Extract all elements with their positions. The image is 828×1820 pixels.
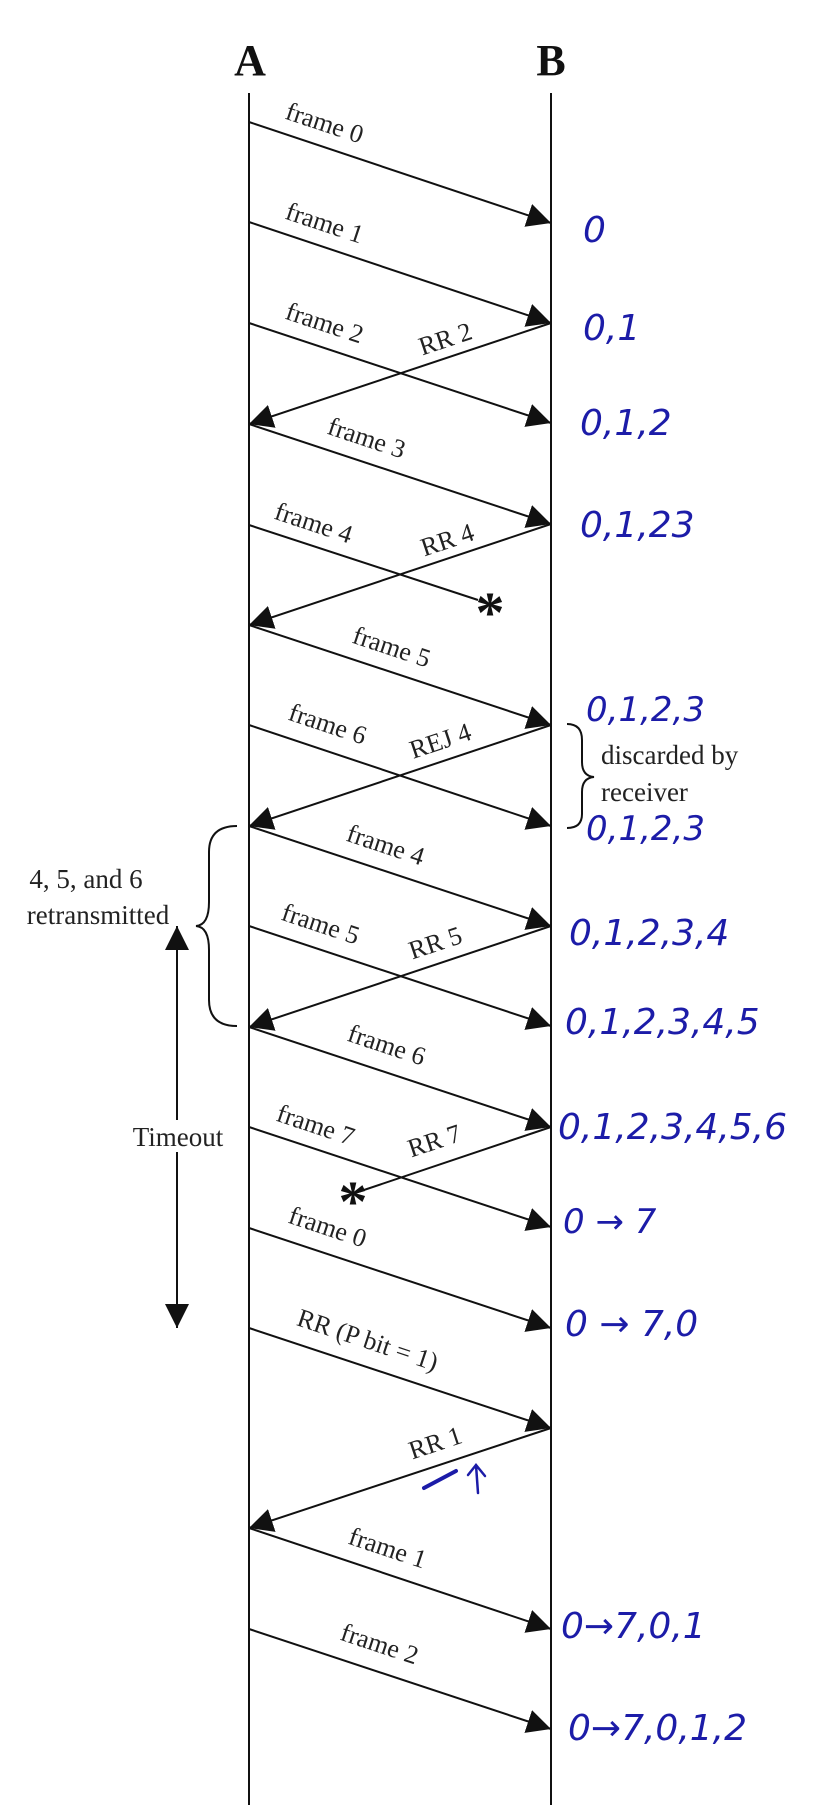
discarded-brace	[566, 723, 595, 829]
timeout-label-bg	[120, 1120, 236, 1152]
label-frame-3: frame 3	[324, 412, 409, 465]
discarded-label: receiver	[601, 777, 688, 807]
label-frame-6: frame 6	[285, 698, 370, 751]
station-a-label: A	[234, 36, 266, 85]
arrow-rr-4	[248, 523, 552, 629]
arrow-frame-5	[248, 624, 552, 729]
label-frame-0: frame 0	[282, 97, 367, 150]
station-b-label: B	[536, 36, 565, 85]
receiver-state: 0→7,0,1	[561, 1606, 706, 1647]
label-frame-4-retx: frame 4	[343, 819, 428, 872]
arrow-rr-5	[248, 925, 552, 1031]
message-labels: frame 0 frame 1 frame 2 RR 2 frame 3 fra…	[271, 97, 478, 1671]
arrow-frame-4-retx	[248, 825, 552, 930]
label-rej-4: REJ 4	[406, 717, 475, 764]
receiver-state: 0	[583, 210, 606, 251]
retransmitted-brace	[195, 825, 238, 1027]
arrow-rr-2	[248, 322, 552, 428]
arrow-rr-pbit	[248, 1327, 552, 1432]
label-frame-4: frame 4	[271, 497, 356, 550]
arrow-frame-0-b	[248, 1227, 552, 1332]
arrow-rr-1	[248, 1427, 552, 1532]
discarded-label: discarded by	[601, 740, 739, 770]
receiver-state: 0 → 7,0	[565, 1304, 698, 1345]
label-rr-2: RR 2	[415, 317, 476, 362]
lost-ack-marker: *	[339, 1169, 368, 1234]
receiver-state: 0 → 7	[563, 1202, 657, 1242]
receiver-state: 0,1,23	[580, 505, 695, 546]
receiver-state: 0,1,2,3	[586, 690, 705, 730]
label-frame-7: frame 7	[273, 1099, 358, 1152]
receiver-state: 0,1,2,3,4,5	[565, 1002, 760, 1043]
retransmitted-label: retransmitted	[27, 900, 170, 930]
arrow-frame-3	[248, 423, 552, 528]
arrow-rej-4	[248, 724, 552, 830]
label-frame-5: frame 5	[349, 621, 434, 674]
receiver-state: 0,1	[583, 308, 640, 349]
label-frame-2: frame 2	[282, 297, 367, 350]
label-rr-pbit: RR (P bit = 1)	[294, 1303, 442, 1377]
receiver-state: 0,1,2,3,4	[569, 913, 729, 954]
handwritten-correction	[422, 1463, 487, 1495]
arrow-rr-7-lost	[354, 1126, 552, 1194]
timeout-label: Timeout	[133, 1122, 224, 1152]
label-frame-5-retx: frame 5	[278, 898, 363, 951]
receiver-state: 0,1,2,3,4,5,6	[558, 1107, 787, 1148]
receiver-state: 0→7,0,1,2	[568, 1708, 747, 1749]
lost-frame-marker: *	[476, 580, 505, 645]
label-rr-7: RR 7	[404, 1119, 465, 1164]
message-arrows	[248, 121, 552, 1733]
retransmitted-label: 4, 5, and 6	[29, 864, 142, 894]
label-frame-1-b: frame 1	[345, 1522, 430, 1575]
receiver-state: 0,1,2,3	[586, 809, 705, 849]
arrow-frame-2-b	[248, 1628, 552, 1733]
label-rr-4: RR 4	[417, 518, 478, 563]
arrow-frame-1-b	[248, 1527, 552, 1633]
label-frame-1: frame 1	[282, 197, 367, 250]
arrow-frame-0	[248, 121, 552, 227]
receiver-states: 0 0,1 0,1,2 0,1,23 0,1,2,3 0,1,2,3 0,1,2…	[558, 210, 787, 1749]
arrow-frame-4-lost	[248, 524, 479, 601]
arrow-frame-6-retx	[248, 1026, 552, 1131]
arrow-frame-1	[248, 221, 552, 327]
receiver-state: 0,1,2	[580, 403, 672, 444]
